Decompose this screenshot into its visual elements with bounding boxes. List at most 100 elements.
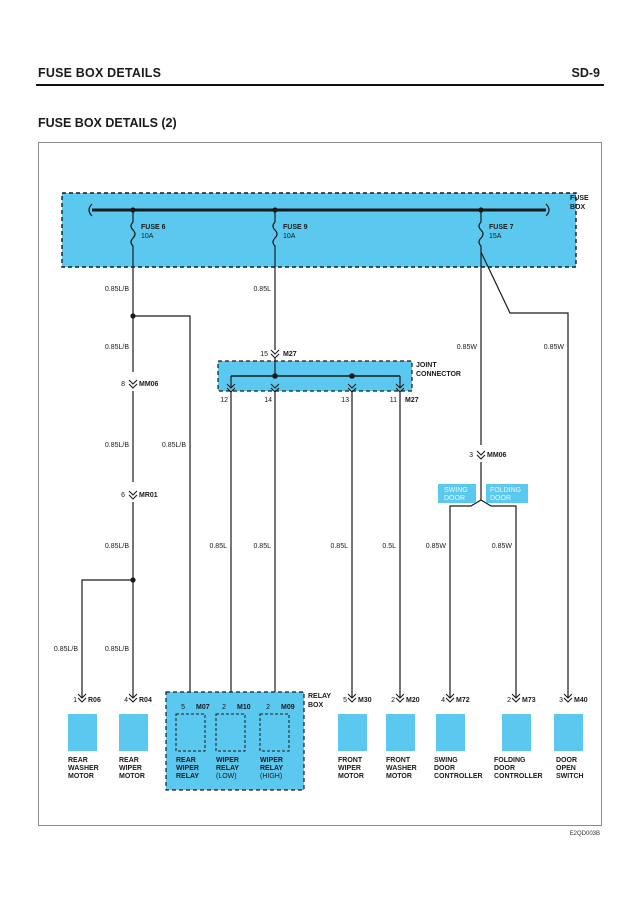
joint-top-pin: 15 — [260, 351, 268, 358]
comp-name: WIPER — [338, 765, 361, 772]
fuse-9: FUSE 9 10A — [272, 210, 308, 252]
joint-pin-14: 14 — [264, 397, 272, 404]
rear-washer-motor-box — [68, 714, 97, 751]
joint-pin-13: 13 — [341, 397, 349, 404]
comp-name: RELAY — [176, 773, 199, 780]
connector-marks — [77, 349, 573, 711]
folding-door-label-1: FOLDING — [490, 487, 521, 494]
wire-label: 0.85L/B — [54, 646, 78, 653]
comp-conn: M72 — [456, 697, 470, 704]
wire-label: 0.85L/B — [162, 442, 186, 449]
section-title: FUSE BOX DETAILS (2) — [38, 116, 177, 130]
joint-pin-11: 11 — [390, 397, 397, 404]
comp-name: SWITCH — [556, 773, 584, 780]
diagram-frame — [38, 142, 602, 826]
inline-pin-mm06-b: 3 — [469, 452, 473, 459]
comp-conn: M07 — [196, 704, 210, 711]
fuse-7-rating: 15A — [489, 233, 502, 240]
comp-name: FOLDING — [494, 757, 526, 764]
fuse-box-label-1: FUSE — [570, 195, 589, 202]
door-open-switch-box — [554, 714, 583, 751]
relay-box-label-1: RELAY — [308, 693, 331, 700]
front-washer-motor-box — [386, 714, 415, 751]
rear-wiper-motor-box — [119, 714, 148, 751]
inline-pin-mr01: 6 — [121, 492, 125, 499]
wire-label: 0.85L/B — [105, 543, 129, 550]
comp-name: (LOW) — [216, 773, 237, 780]
inline-pin-mm06-a: 8 — [121, 381, 125, 388]
component-connector-labels: 1 R06 4 R04 5 M07 2 M10 2 M09 5 M30 2 M2… — [73, 697, 588, 711]
comp-pin: 5 — [181, 704, 185, 711]
wire-label: 0.85W — [426, 543, 447, 550]
component-boxes — [68, 714, 583, 751]
comp-conn: M10 — [237, 704, 251, 711]
comp-name: MOTOR — [68, 773, 94, 780]
fuse-box-label-2: BOX — [570, 204, 586, 211]
inline-conn-mm06-b: MM06 — [487, 452, 507, 459]
comp-name: MOTOR — [119, 773, 145, 780]
comp-name: (HIGH) — [260, 773, 282, 780]
comp-name: SWING — [434, 757, 458, 764]
comp-name: WIPER — [176, 765, 199, 772]
comp-name: WASHER — [386, 765, 417, 772]
comp-pin: 1 — [73, 697, 77, 704]
fuse-6-name: FUSE 6 — [141, 224, 166, 231]
swing-door-label-2: DOOR — [444, 495, 465, 502]
page-number: SD-9 — [571, 66, 600, 80]
comp-pin: 3 — [559, 697, 563, 704]
relay-box: RELAY BOX — [165, 691, 331, 791]
swing-door-label-1: SWING — [444, 487, 468, 494]
joint-connector: JOINT CONNECTOR 15 M27 12 14 13 11 M27 — [217, 351, 461, 404]
folding-door-controller-box — [502, 714, 531, 751]
wire-label: 0.85W — [492, 543, 513, 550]
fuse-7-name: FUSE 7 — [489, 224, 514, 231]
fuse-6: FUSE 6 10A — [130, 210, 166, 252]
front-wiper-motor-box — [338, 714, 367, 751]
comp-name: WASHER — [68, 765, 99, 772]
document-code: E2QD003B — [569, 831, 600, 837]
comp-name: WIPER — [119, 765, 142, 772]
comp-name: MOTOR — [386, 773, 412, 780]
comp-name: DOOR — [494, 765, 515, 772]
comp-pin: 4 — [441, 697, 445, 704]
comp-name: WIPER — [216, 757, 239, 764]
comp-conn: M09 — [281, 704, 295, 711]
relay-box-label-2: BOX — [308, 702, 324, 709]
joint-top-conn: M27 — [283, 351, 297, 358]
comp-conn: R04 — [139, 697, 152, 704]
wire-labels: 0.85L/B 0.85L 0.85L/B 0.85W 0.85W 0.85L/… — [54, 286, 565, 653]
comp-name: REAR — [176, 757, 196, 764]
comp-conn: M30 — [358, 697, 372, 704]
fuse-6-rating: 10A — [141, 233, 154, 240]
wire-label: 0.5L — [382, 543, 396, 550]
comp-pin: 4 — [124, 697, 128, 704]
comp-name: RELAY — [216, 765, 239, 772]
comp-name: MOTOR — [338, 773, 364, 780]
folding-door-label-2: DOOR — [490, 495, 511, 502]
fuse-7: FUSE 7 15A — [478, 210, 514, 252]
comp-name: CONTROLLER — [434, 773, 483, 780]
wire-label: 0.85L/B — [105, 286, 129, 293]
wire-label: 0.85L — [209, 543, 227, 550]
inline-conn-mm06-a: MM06 — [139, 381, 159, 388]
wire-label: 0.85L/B — [105, 344, 129, 351]
folding-door-tag: FOLDING DOOR — [486, 484, 528, 503]
comp-name: FRONT — [386, 757, 411, 764]
fuse-9-name: FUSE 9 — [283, 224, 308, 231]
comp-name: OPEN — [556, 765, 576, 772]
joint-pin-12: 12 — [220, 397, 228, 404]
fuse-9-rating: 10A — [283, 233, 296, 240]
inline-conn-mr01: MR01 — [139, 492, 158, 499]
comp-name: RELAY — [260, 765, 283, 772]
comp-name: DOOR — [556, 757, 577, 764]
comp-name: WIPER — [260, 757, 283, 764]
comp-name: DOOR — [434, 765, 455, 772]
comp-name: REAR — [68, 757, 88, 764]
swing-door-tag: SWING DOOR — [438, 484, 476, 503]
comp-name: CONTROLLER — [494, 773, 543, 780]
fuse-box: FUSE BOX — [61, 192, 589, 268]
comp-pin: 2 — [266, 704, 270, 711]
wire-label: 0.85L/B — [105, 646, 129, 653]
comp-name: FRONT — [338, 757, 363, 764]
